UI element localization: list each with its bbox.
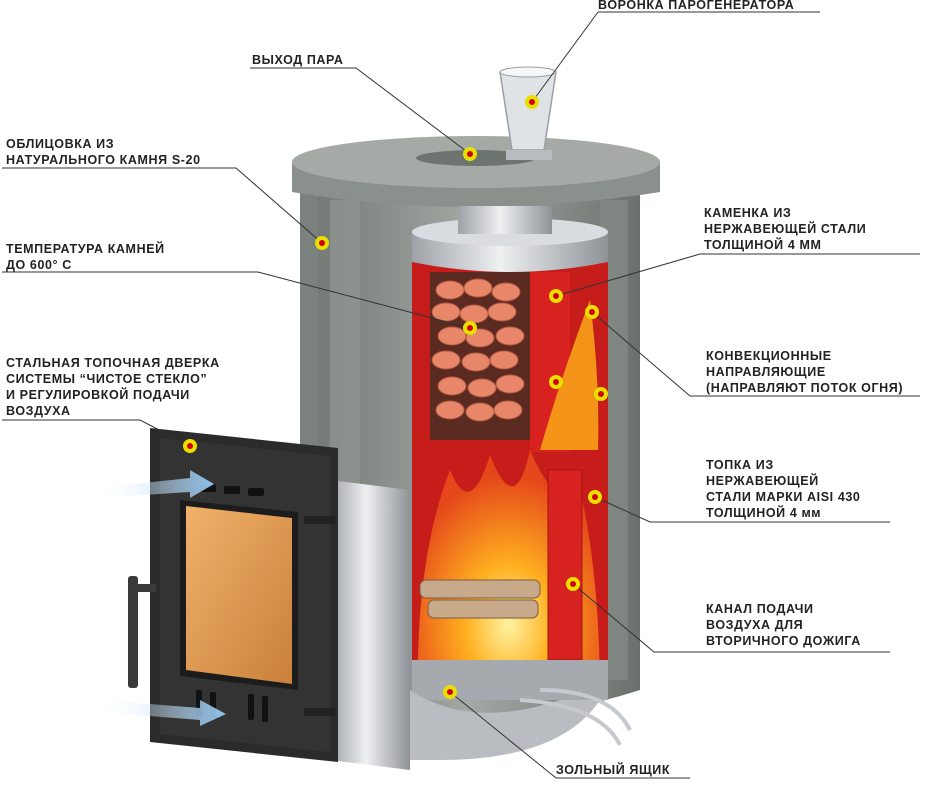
label-firebox-door: СТАЛЬНАЯ ТОПОЧНАЯ ДВЕРКА СИСТЕМЫ “ЧИСТОЕ… bbox=[6, 355, 220, 419]
inner-steel-ring bbox=[412, 206, 608, 272]
label-steel-heater: КАМЕНКА ИЗ НЕРЖАВЕЮЩЕЙ СТАЛИ ТОЛЩИНОЙ 4 … bbox=[704, 205, 866, 253]
steam-funnel bbox=[499, 66, 557, 160]
label-line: ТОПКА ИЗ bbox=[706, 458, 774, 472]
label-line: ВОРОНКА ПАРОГЕНЕРАТОРА bbox=[598, 0, 795, 12]
label-line: КОНВЕКЦИОННЫЕ bbox=[706, 349, 832, 363]
label-line: ТОЛЩИНОЙ 4 ММ bbox=[704, 238, 822, 252]
stone-top-lid bbox=[292, 136, 660, 207]
label-line: СТАЛЬНАЯ ТОПОЧНАЯ ДВЕРКА bbox=[6, 356, 220, 370]
label-line: ВЫХОД ПАРА bbox=[252, 53, 344, 67]
label-line: ДО 600° С bbox=[6, 258, 72, 272]
label-steam-funnel: ВОРОНКА ПАРОГЕНЕРАТОРА bbox=[598, 0, 794, 13]
label-line: НЕРЖАВЕЮЩЕЙ bbox=[706, 474, 819, 488]
label-line: НАПРАВЛЯЮЩИЕ bbox=[706, 365, 826, 379]
label-line: И РЕГУЛИРОВКОЙ ПОДАЧИ bbox=[6, 388, 190, 402]
firebox-door bbox=[128, 428, 338, 762]
label-line: ТЕМПЕРАТУРА КАМНЕЙ bbox=[6, 242, 165, 256]
cutaway-interior bbox=[412, 262, 608, 700]
label-line: ВОЗДУХА bbox=[6, 404, 71, 418]
callout-markers bbox=[183, 95, 608, 699]
leader-lines bbox=[2, 11, 920, 779]
label-line: ОБЛИЦОВКА ИЗ bbox=[6, 137, 115, 151]
label-firebox: ТОПКА ИЗ НЕРЖАВЕЮЩЕЙ СТАЛИ МАРКИ AISI 43… bbox=[706, 457, 860, 521]
label-line: ТОЛЩИНОЙ 4 мм bbox=[706, 506, 822, 520]
door-tunnel bbox=[330, 480, 410, 770]
label-line: (НАПРАВЛЯЮТ ПОТОК ОГНЯ) bbox=[706, 381, 904, 395]
label-ash-box: ЗОЛЬНЫЙ ЯЩИК bbox=[556, 762, 670, 778]
label-line: ВОЗДУХА ДЛЯ bbox=[706, 618, 804, 632]
label-air-channel: КАНАЛ ПОДАЧИ ВОЗДУХА ДЛЯ ВТОРИЧНОГО ДОЖИ… bbox=[706, 601, 861, 649]
label-stone-temperature: ТЕМПЕРАТУРА КАМНЕЙ ДО 600° С bbox=[6, 241, 165, 273]
label-stone-cladding: ОБЛИЦОВКА ИЗ НАТУРАЛЬНОГО КАМНЯ S-20 bbox=[6, 136, 201, 168]
label-line: ЗОЛЬНЫЙ ЯЩИК bbox=[556, 763, 671, 777]
label-line: НАТУРАЛЬНОГО КАМНЯ S-20 bbox=[6, 153, 201, 167]
ash-box-drawer bbox=[410, 688, 632, 760]
label-convection-guides: КОНВЕКЦИОННЫЕ НАПРАВЛЯЮЩИЕ (НАПРАВЛЯЮТ П… bbox=[706, 348, 903, 396]
label-line: КАНАЛ ПОДАЧИ bbox=[706, 602, 814, 616]
label-line: СИСТЕМЫ “ЧИСТОЕ СТЕКЛО” bbox=[6, 372, 208, 386]
label-line: ВТОРИЧНОГО ДОЖИГА bbox=[706, 634, 861, 648]
label-line: КАМЕНКА ИЗ bbox=[704, 206, 792, 220]
label-line: НЕРЖАВЕЮЩЕЙ СТАЛИ bbox=[704, 222, 867, 236]
air-inflow-arrows bbox=[96, 470, 226, 726]
label-steam-outlet: ВЫХОД ПАРА bbox=[252, 52, 344, 68]
label-line: СТАЛИ МАРКИ AISI 430 bbox=[706, 490, 861, 504]
